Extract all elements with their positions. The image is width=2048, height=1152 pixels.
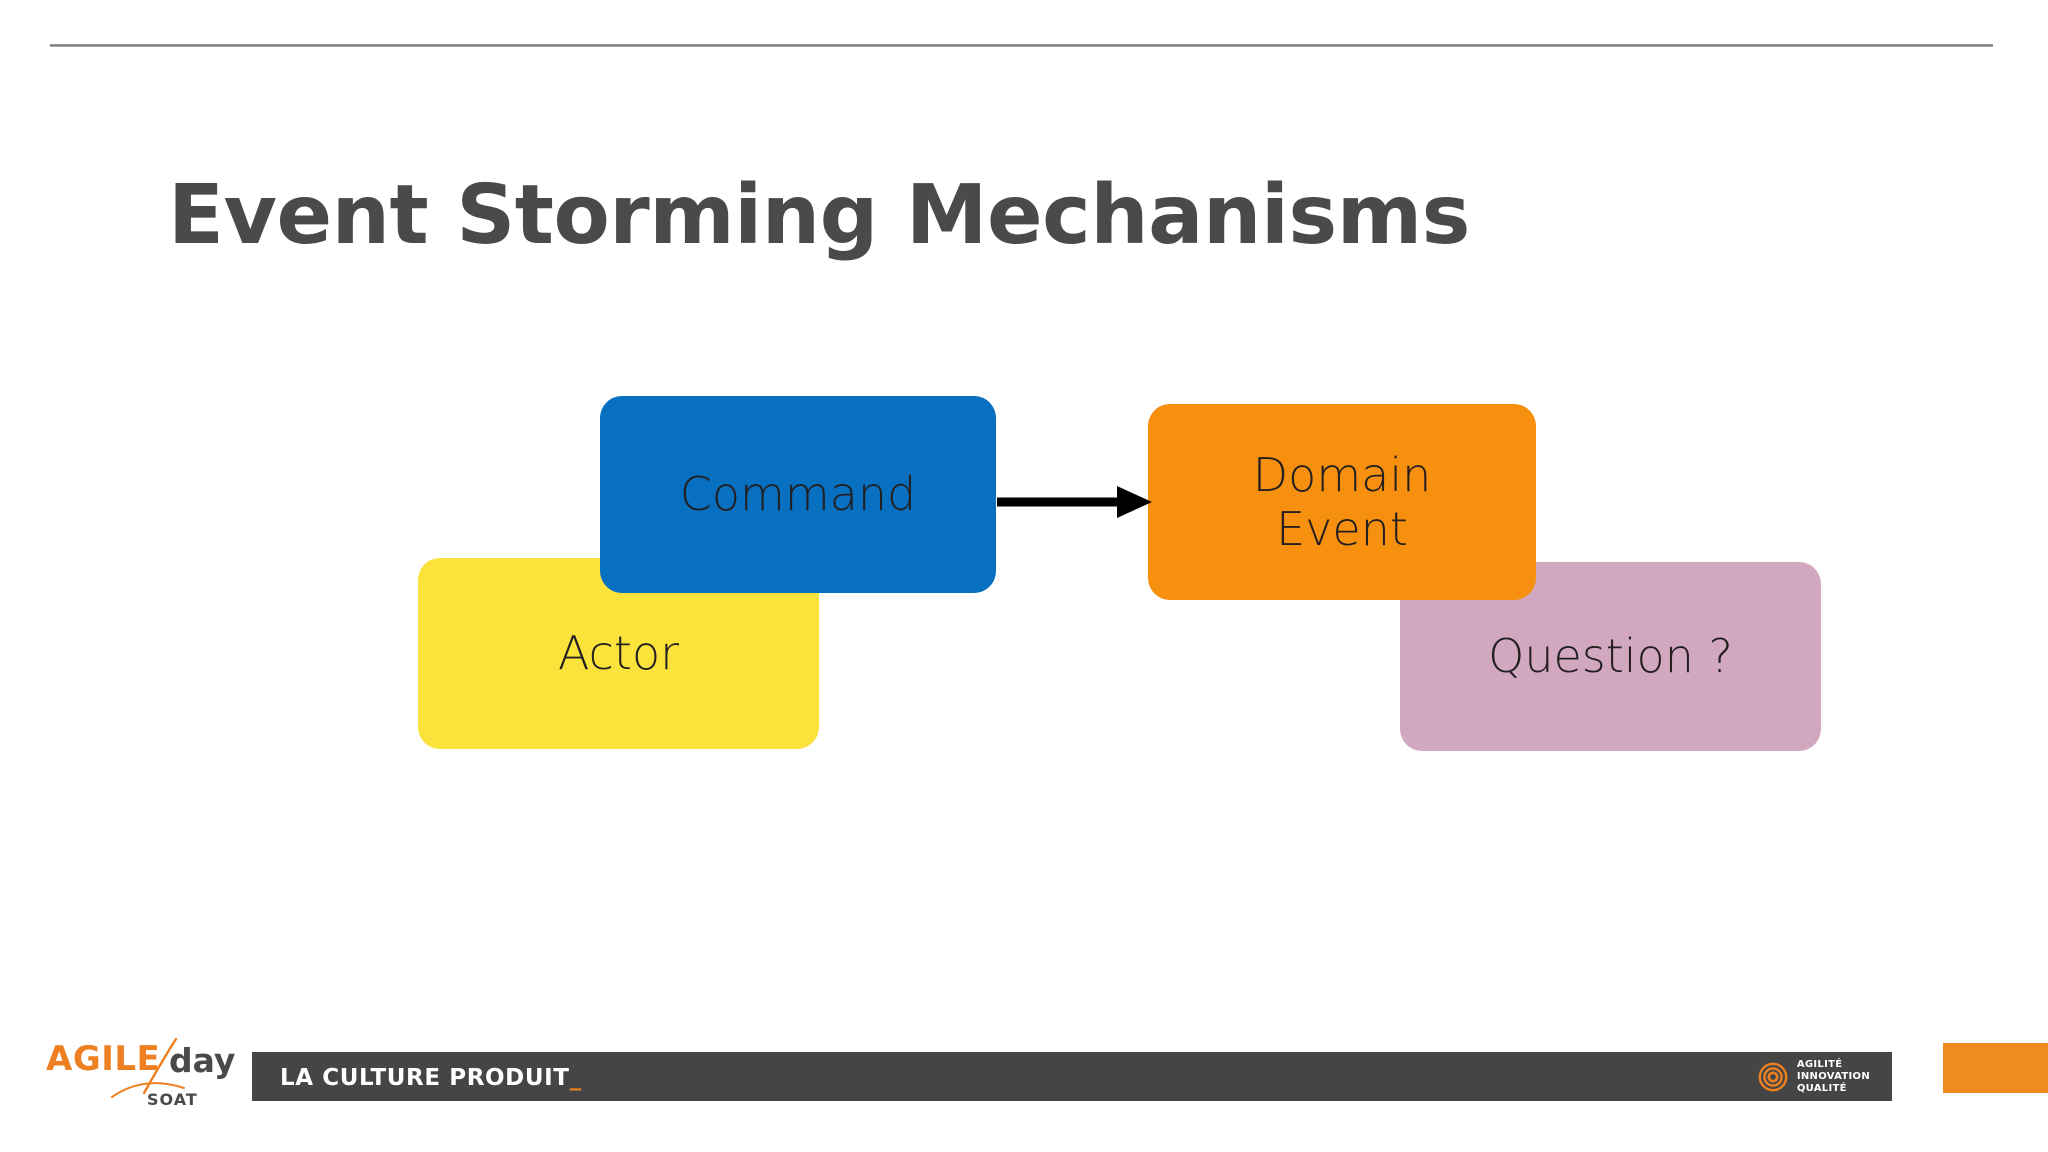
arrow-right-icon [997, 486, 1152, 518]
footer-right-line-2: INNOVATION [1796, 1071, 1870, 1083]
logo-soat-text: SOAT [147, 1090, 198, 1109]
logo-agile-text: AGILE [46, 1039, 161, 1079]
footer-right-line-3: QUALITÉ [1796, 1082, 1847, 1094]
sticky-note-domain-event[interactable]: Domain Event [1148, 404, 1536, 600]
target-rings-icon [1758, 1062, 1788, 1092]
footer-banner-cursor: _ [569, 1065, 582, 1091]
header-divider-rule [50, 44, 1993, 47]
sticky-note-domain-event-label: Domain Event [1252, 447, 1432, 556]
agile-day-logo: AGILE day SOAT [44, 1035, 235, 1113]
footer-right-logo-text: AGILITÉ INNOVATION QUALITÉ [1797, 1059, 1870, 1094]
page-title: Event Storming Mechanisms [168, 167, 1470, 263]
footer-right-line-1: AGILITÉ [1796, 1059, 1843, 1071]
agilite-innovation-qualite-logo: AGILITÉ INNOVATION QUALITÉ [1758, 1059, 1870, 1094]
footer-banner: LA CULTURE PRODUIT_ AGILITÉ INNOVATION Q… [252, 1052, 1892, 1101]
footer-banner-text: LA CULTURE PRODUIT_ [280, 1065, 582, 1091]
sticky-note-actor-label: Actor [557, 626, 680, 681]
sticky-note-command-label: Command [679, 467, 917, 522]
sticky-note-command[interactable]: Command [600, 396, 996, 593]
footer-banner-label: LA CULTURE PRODUIT [280, 1065, 570, 1091]
footer-accent-block [1943, 1043, 2048, 1093]
logo-day-text: day [169, 1041, 236, 1080]
sticky-note-question-label: Question ? [1488, 629, 1733, 684]
